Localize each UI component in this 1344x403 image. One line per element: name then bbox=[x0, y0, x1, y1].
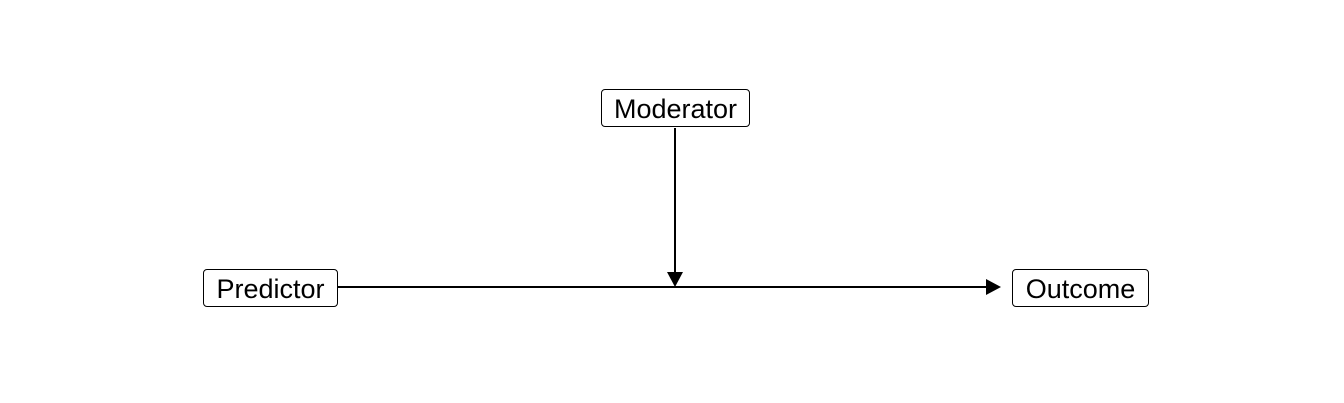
outcome-node: Outcome bbox=[1012, 269, 1149, 307]
arrowhead-moderation bbox=[667, 272, 683, 287]
outcome-label: Outcome bbox=[1025, 274, 1136, 304]
moderator-node: Moderator bbox=[601, 89, 750, 127]
arrowhead-outcome bbox=[986, 279, 1001, 295]
predictor-label: Predictor bbox=[216, 274, 325, 304]
moderator-label: Moderator bbox=[613, 94, 738, 124]
predictor-node: Predictor bbox=[203, 269, 338, 307]
